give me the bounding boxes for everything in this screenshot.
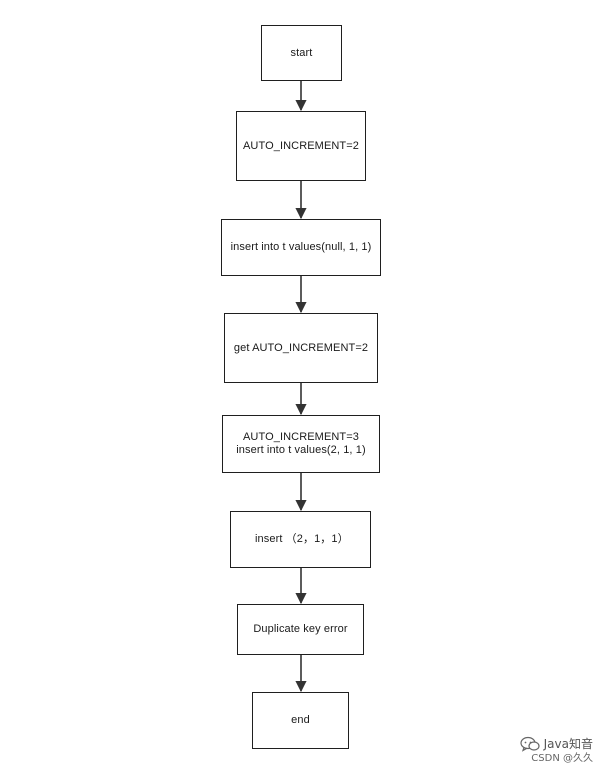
insert-null-label: insert into t values(null, 1, 1): [230, 241, 372, 253]
watermark: Java知音 CSDN @久久: [520, 736, 593, 766]
insert-2-1-1-label: insert into t values(2, 1, 1): [236, 444, 366, 456]
watermark-brand: Java知音: [543, 737, 593, 751]
start-node: start: [261, 25, 342, 81]
auto-increment-2-node: AUTO_INCREMENT=2: [236, 111, 366, 181]
end-label: end: [291, 714, 310, 726]
auto-increment-2-label: AUTO_INCREMENT=2: [242, 139, 359, 152]
wechat-bubble-icon: [520, 736, 540, 752]
duplicate-key-error-label: Duplicate key error: [253, 623, 348, 635]
watermark-credit: CSDN @久久: [531, 753, 593, 764]
start-label: start: [290, 46, 313, 59]
auto-increment-3-node: AUTO_INCREMENT=3 insert into t values(2,…: [222, 415, 380, 473]
insert-null-node: insert into t values(null, 1, 1): [221, 219, 381, 276]
duplicate-key-error-node: Duplicate key error: [237, 604, 364, 655]
end-node: end: [252, 692, 349, 749]
auto-increment-3-label: AUTO_INCREMENT=3: [242, 431, 359, 443]
insert-tuple-label: insert （2，1，1）: [255, 533, 349, 545]
get-auto-increment-node: get AUTO_INCREMENT=2: [224, 313, 378, 383]
insert-tuple-node: insert （2，1，1）: [230, 511, 371, 568]
get-auto-increment-label: get AUTO_INCREMENT=2: [233, 341, 369, 354]
